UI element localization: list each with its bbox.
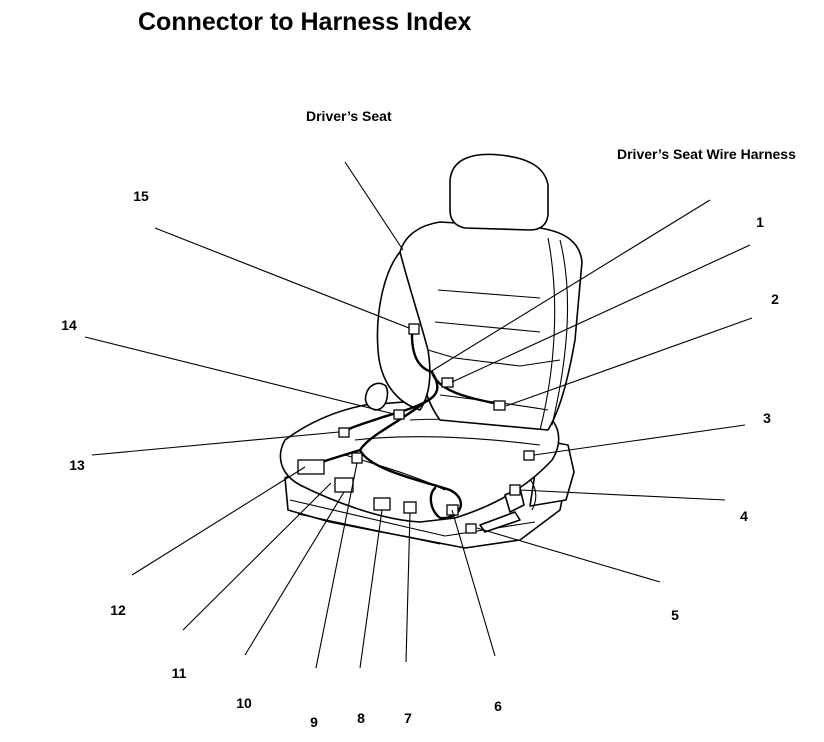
connector-1	[441, 377, 454, 388]
callout-14: 14	[61, 317, 77, 333]
callout-9: 9	[310, 714, 318, 730]
callout-2: 2	[771, 291, 779, 307]
callout-10: 10	[236, 695, 252, 711]
callout-15: 15	[133, 188, 149, 204]
connector-8	[403, 501, 417, 514]
connector-13	[338, 427, 350, 438]
connector-3	[523, 450, 535, 461]
callout-4: 4	[740, 508, 748, 524]
wire-harness-label: Driver’s Seat Wire Harness	[617, 146, 796, 162]
connector-9	[373, 497, 391, 511]
recline-knob	[364, 382, 389, 411]
connector-2	[493, 400, 506, 411]
drivers-seat-label: Driver’s Seat	[306, 108, 392, 124]
callout-6: 6	[494, 698, 502, 714]
connector-11	[351, 452, 363, 464]
callout-5: 5	[671, 607, 679, 623]
connector-14	[393, 409, 405, 420]
callout-12: 12	[110, 602, 126, 618]
leader-lines	[84, 161, 753, 669]
callout-7: 7	[404, 710, 412, 726]
connector-12	[297, 459, 325, 475]
connector-10	[334, 477, 354, 493]
callout-3: 3	[763, 410, 771, 426]
connector-6	[465, 523, 477, 534]
callout-13: 13	[69, 457, 85, 473]
page-title: Connector to Harness Index	[138, 8, 472, 36]
connector-15	[408, 323, 420, 335]
callout-1: 1	[756, 214, 764, 230]
callout-8: 8	[357, 710, 365, 726]
callout-11: 11	[171, 665, 187, 681]
wire-harness	[303, 333, 500, 520]
headrest	[449, 153, 549, 231]
connector-4	[509, 484, 521, 496]
